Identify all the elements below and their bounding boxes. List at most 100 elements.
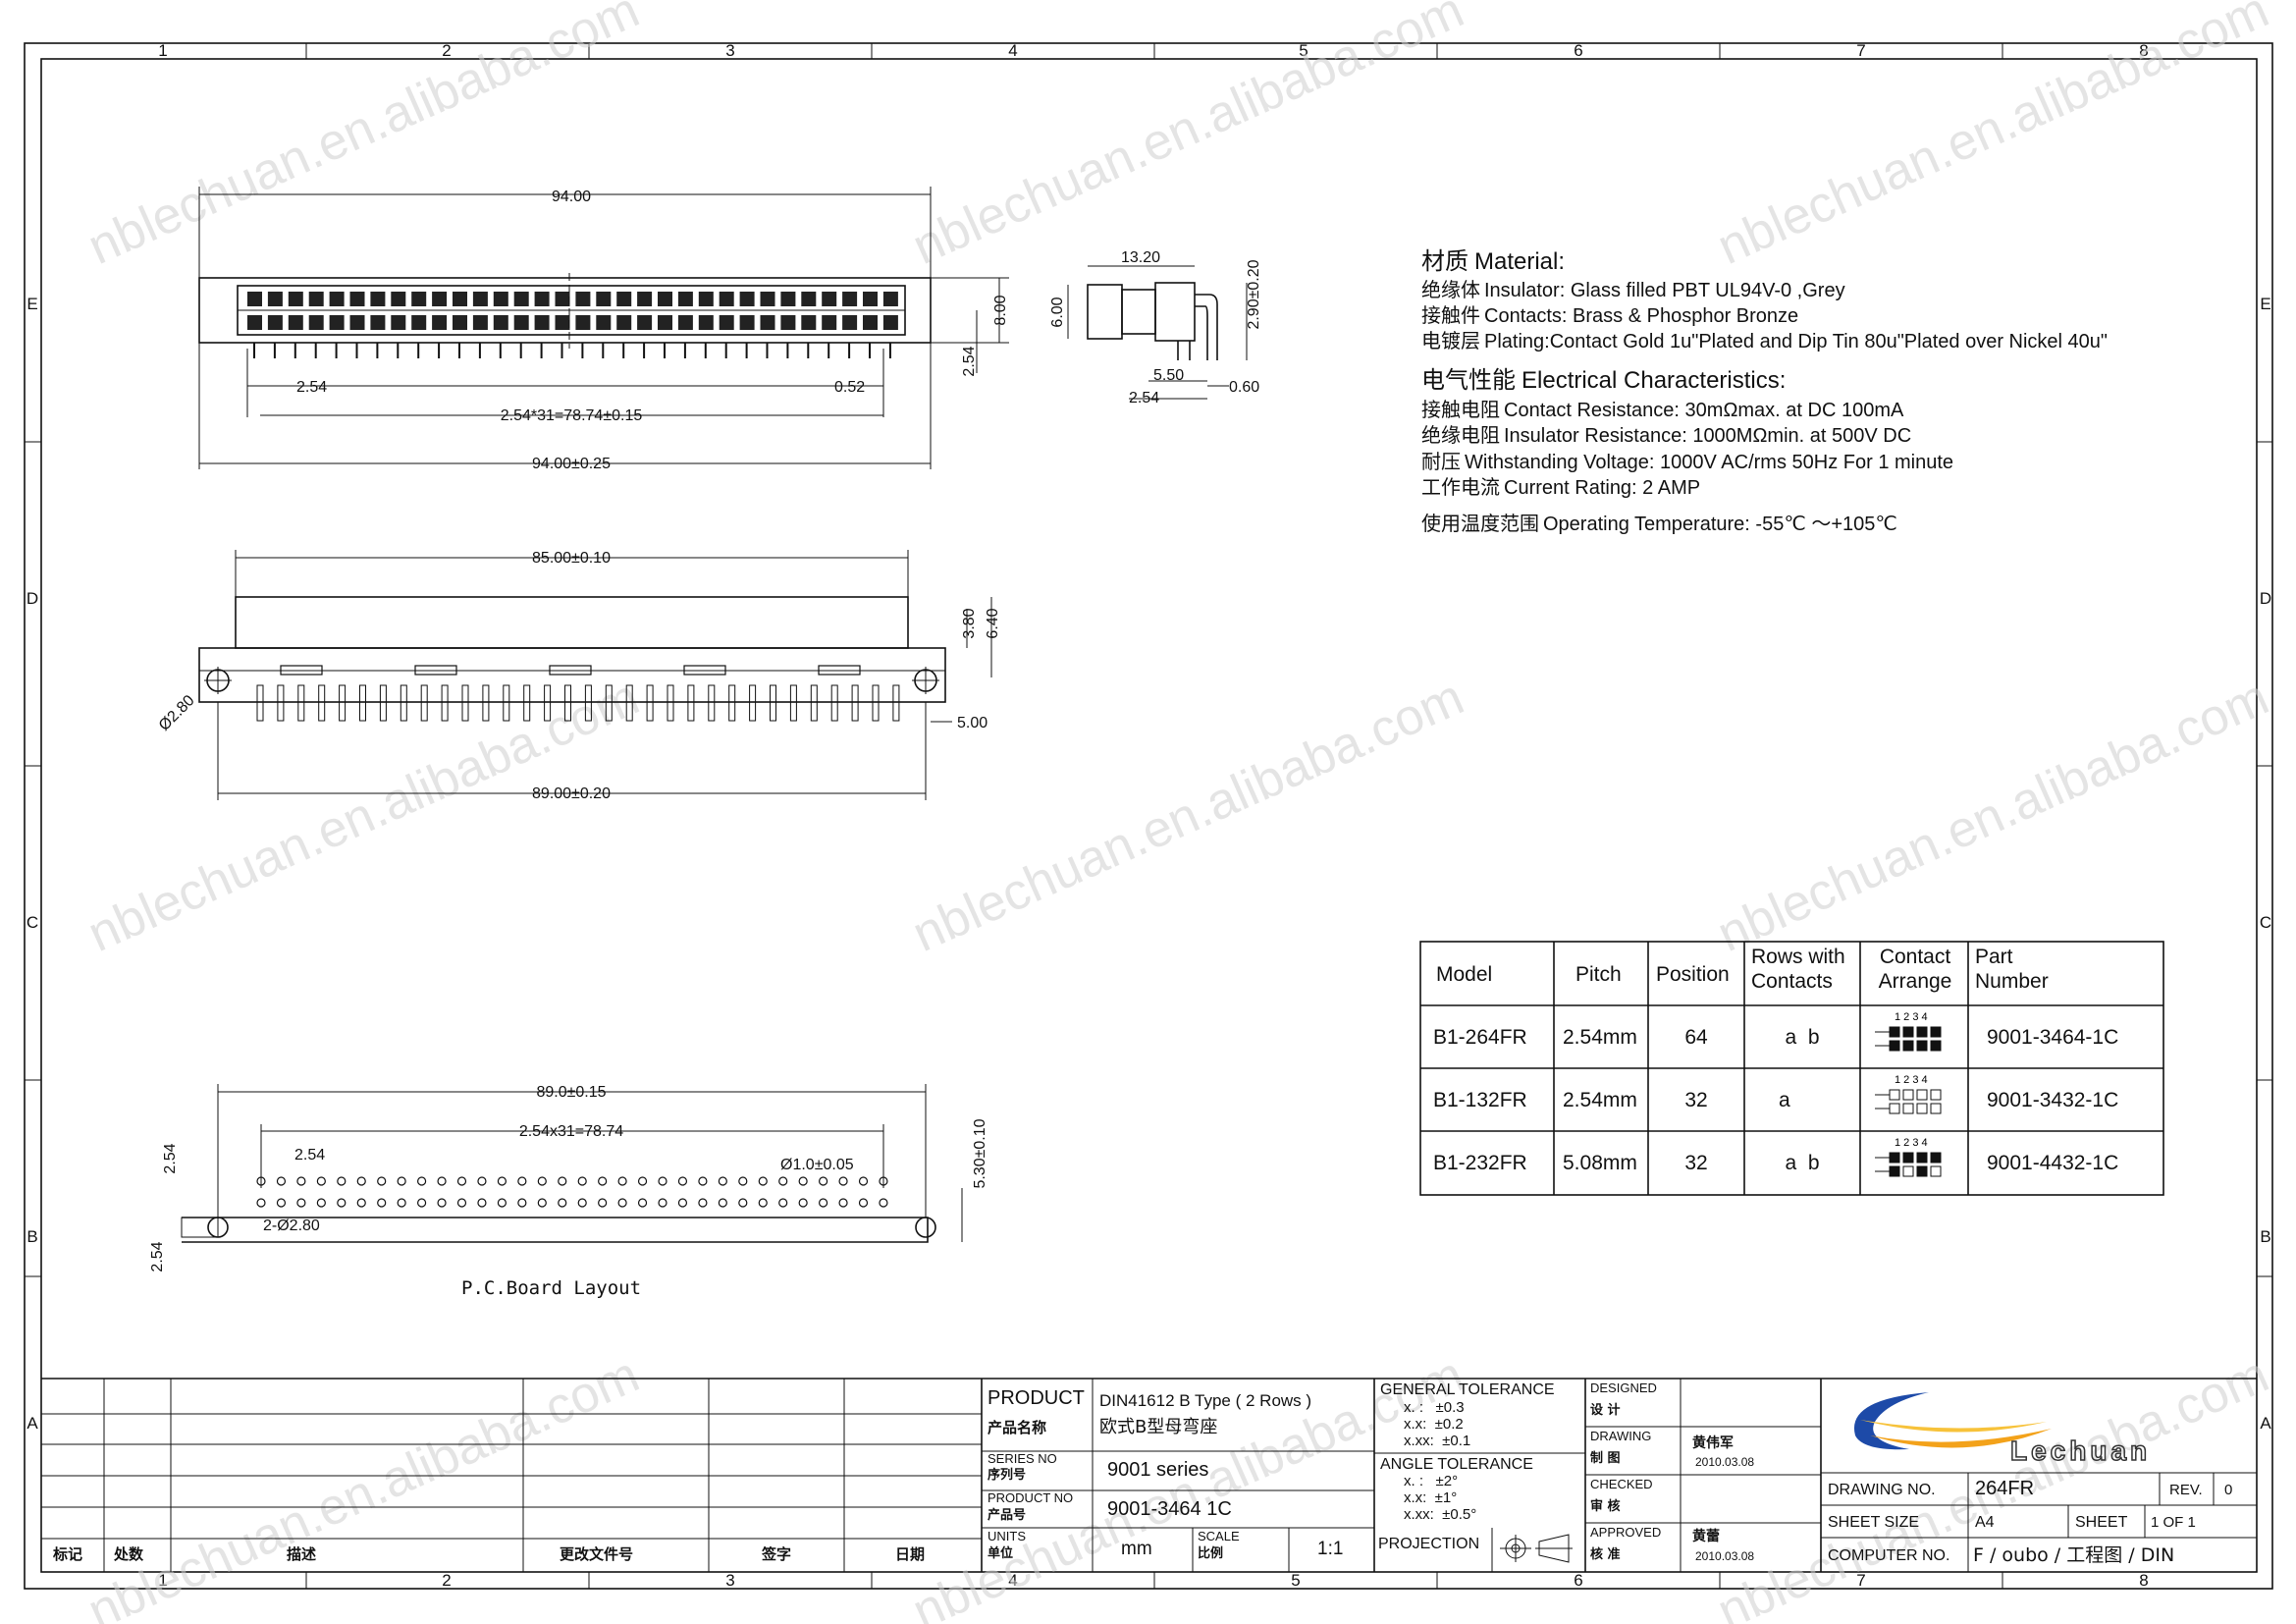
table-cell-model: B1-264FR [1433, 1026, 1527, 1049]
pcb-hole [497, 1198, 507, 1208]
series-value: 9001 series [1107, 1459, 1208, 1481]
table-header: Contact Arrange [1878, 946, 1952, 993]
contact-cavity [677, 315, 693, 330]
general-tolerance-label: GENERAL TOLERANCE [1380, 1381, 1555, 1398]
pcb-hole [337, 1198, 347, 1208]
watermark: nblechuan.en.alibaba.com [1709, 669, 2276, 963]
rev-header: 描述 [287, 1545, 316, 1563]
dim-hole-dia: Ø2.80 [156, 692, 198, 734]
pcb-hole [337, 1176, 347, 1186]
tail-pin [749, 684, 757, 722]
pcb-hole [798, 1198, 808, 1208]
col-label-2: 2 [442, 41, 451, 60]
table-cell-rows: a [1779, 1089, 1790, 1111]
arrange-cell [1930, 1089, 1942, 1101]
dim-pcb-edge: 2.54 [149, 1241, 166, 1272]
pcb-hole [718, 1176, 727, 1186]
col-label-8-bottom: 8 [2139, 1571, 2148, 1590]
mounting-hole [204, 667, 232, 694]
arrange-cell [1889, 1026, 1900, 1038]
row-label-c: C [27, 913, 38, 932]
dim-2-90: 2.90±0.20 [1246, 259, 1262, 329]
contact-cavity [698, 315, 714, 330]
projection-label: PROJECTION [1378, 1536, 1479, 1552]
product-no-label: PRODUCT NO [988, 1490, 1073, 1505]
col-label-8: 8 [2139, 41, 2148, 60]
col-label-7-bottom: 7 [1856, 1571, 1865, 1590]
contact-arrange-icons: 1 2 3 41 2 3 41 2 3 4 [1875, 1011, 1942, 1177]
dim-pcb-pitch: 2.54 [294, 1147, 325, 1164]
contact-cavity [780, 292, 796, 306]
pcb-hole [477, 1176, 487, 1186]
dim-row-pitch: 2.54 [961, 346, 978, 376]
col-label-5: 5 [1299, 41, 1308, 60]
contact-cavity [308, 315, 324, 330]
tail-pin [708, 684, 716, 722]
contact-cavity [513, 292, 529, 306]
pcb-layout-title: P.C.Board Layout [461, 1277, 641, 1299]
pcb-hole [558, 1198, 567, 1208]
contact-cavity [801, 292, 817, 306]
pcb-hole [577, 1198, 587, 1208]
contact-cavity [534, 315, 550, 330]
angle-tolerance-label: ANGLE TOLERANCE [1380, 1456, 1533, 1473]
rev-label: REV. [2169, 1482, 2203, 1498]
spec-cn: 电镀层 [1421, 329, 1480, 352]
pcb-hole [738, 1198, 748, 1208]
spec-cn: 绝缘电阻 [1421, 423, 1500, 447]
scale-label-cn: 比例 [1198, 1545, 1223, 1561]
product-label: PRODUCT [988, 1387, 1085, 1409]
contact-cavity [677, 292, 693, 306]
tail-pin [605, 684, 613, 722]
designed-label: DESIGNED [1590, 1380, 1657, 1395]
latch-window [549, 665, 592, 676]
contact-cavity [472, 315, 488, 330]
pcb-hole [497, 1176, 507, 1186]
arrange-cell [1930, 1152, 1942, 1164]
projection-symbol-icon [1500, 1534, 1573, 1563]
col-label-7: 7 [1856, 41, 1865, 60]
pcb-hole [296, 1176, 306, 1186]
drawer-date: 2010.03.08 [1695, 1455, 1754, 1469]
contact-arrange-icon: 1 2 3 4 [1875, 1137, 1942, 1177]
pcb-hole [718, 1198, 727, 1208]
dim-hole: Ø1.0±0.05 [780, 1157, 854, 1173]
row-label-b: B [27, 1227, 37, 1246]
table-cell-model: B1-132FR [1433, 1089, 1527, 1111]
pcb-hole [818, 1176, 828, 1186]
contact-cavity [719, 292, 734, 306]
dim-85: 85.00±0.10 [532, 550, 611, 567]
tail-pin [830, 684, 838, 722]
arrange-cell [1916, 1152, 1928, 1164]
pcb-hole [858, 1176, 869, 1186]
table-cell-position: 64 [1684, 1026, 1708, 1049]
table-header-rows: Rows with Contacts [1751, 946, 1845, 993]
contact-cavity [596, 315, 612, 330]
tolerance-value: x.xx: ±0.1 [1404, 1433, 1470, 1449]
table-header: Rows with Contacts [1751, 946, 1845, 993]
approver-signature: 黄蕾 [1692, 1528, 1720, 1544]
table-cell-position: 32 [1684, 1089, 1707, 1111]
lechuan-logo: Lechuan [1853, 1392, 2148, 1467]
pcb-hole [517, 1198, 527, 1208]
latch-window [280, 665, 323, 676]
col-label-4-bottom: 4 [1008, 1571, 1017, 1590]
tail-pin [400, 684, 407, 722]
arrange-cell [1916, 1089, 1928, 1101]
pcb-hole [658, 1198, 667, 1208]
spec-en: Operating Temperature: -55℃ ～+105℃ [1543, 514, 1897, 535]
arrange-cell [1902, 1152, 1914, 1164]
series-label: SERIES NO [988, 1451, 1057, 1466]
arrange-cell [1889, 1165, 1900, 1177]
arrange-cell [1902, 1040, 1914, 1052]
pcb-hole [377, 1176, 387, 1186]
latch-window [818, 665, 861, 676]
contact-cavity [453, 292, 467, 306]
approved-label-cn: 核 准 [1590, 1546, 1621, 1562]
contact-cavity [842, 292, 858, 306]
spec-en: Plating:Contact Gold 1u"Plated and Dip T… [1484, 331, 2108, 352]
arrange-cell [1930, 1165, 1942, 1177]
tolerance-value: x.x: ±1° [1404, 1489, 1457, 1506]
